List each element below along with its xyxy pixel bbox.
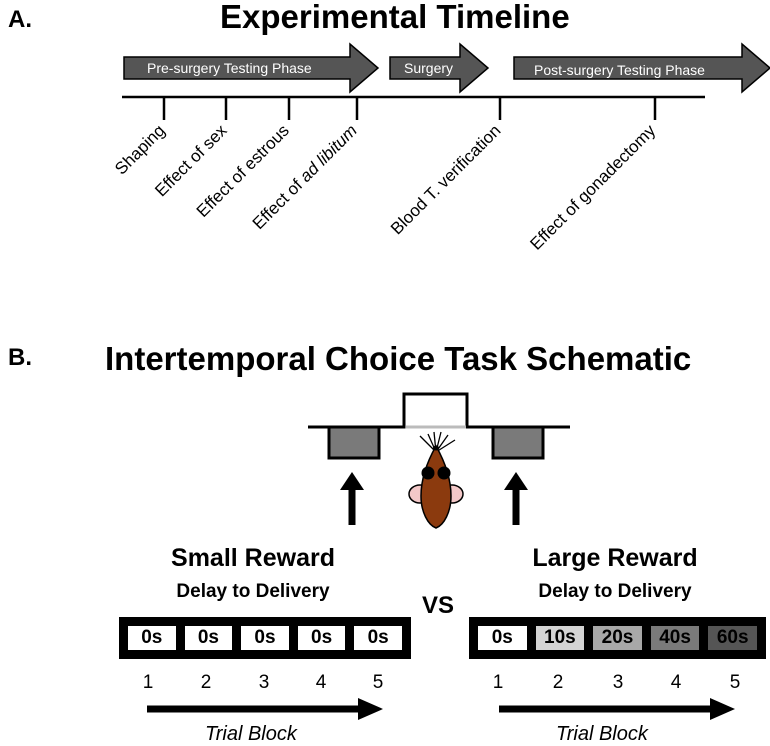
large-block-number: 2 <box>552 672 564 693</box>
small-reward-title: Small Reward <box>171 544 335 572</box>
operant-chamber-schematic <box>308 392 570 529</box>
large-block-number: 5 <box>729 672 741 693</box>
large-trial-block-label: Trial Block <box>556 723 648 745</box>
small-reward-up-arrow <box>340 472 364 525</box>
small-delay-cell: 0s <box>295 624 348 652</box>
small-reward-nose-poke <box>327 425 381 460</box>
surgery-phase-label: Surgery <box>404 60 454 76</box>
large-block-number: 1 <box>492 672 504 693</box>
small-trial-block-arrow <box>147 698 383 720</box>
pre-surgery-phase-arrow <box>123 42 380 94</box>
small-delay-cell: 0s <box>352 624 404 652</box>
vs-label: VS <box>422 592 455 619</box>
small-reward-subtitle: Delay to Delivery <box>176 581 330 602</box>
large-delay-value: 0s <box>491 627 513 648</box>
large-delay-value: 10s <box>544 627 576 648</box>
post-surgery-phase-arrow <box>513 42 770 94</box>
timeline-diagram <box>122 42 770 120</box>
small-delay-value: 0s <box>367 627 389 648</box>
small-delay-value: 0s <box>141 627 163 648</box>
large-delay-value: 20s <box>601 627 634 648</box>
small-reward-delay-row: 0s 0s 0s 0s 0s <box>119 617 411 659</box>
pre-surgery-phase-label: Pre-surgery Testing Phase <box>147 60 312 76</box>
small-delay-cell: 0s <box>239 624 291 652</box>
large-reward-nose-poke <box>491 425 545 460</box>
large-reward-subtitle: Delay to Delivery <box>538 581 692 602</box>
small-trial-block-label: Trial Block <box>205 723 297 745</box>
small-delay-value: 0s <box>311 627 333 648</box>
small-block-number: 1 <box>142 672 154 693</box>
large-delay-value: 60s <box>716 627 749 648</box>
panel-a-letter: A. <box>8 6 32 33</box>
small-block-number: 4 <box>315 672 327 693</box>
small-block-number: 5 <box>372 672 384 693</box>
chamber-wall <box>308 392 570 429</box>
small-delay-cell: 0s <box>126 624 178 652</box>
large-reward-delay-row: 0s 10s 20s 40s 60s <box>469 617 766 659</box>
small-block-number: 3 <box>258 672 270 693</box>
large-delay-cell: 40s <box>648 624 702 652</box>
large-delay-cell: 0s <box>476 624 529 652</box>
large-delay-value: 40s <box>659 627 691 648</box>
timeline-title: Experimental Timeline <box>220 0 570 35</box>
panel-b-letter: B. <box>8 344 32 371</box>
surgery-phase-arrow <box>389 42 490 94</box>
large-delay-cell: 10s <box>533 624 587 652</box>
small-delay-value: 0s <box>197 627 219 648</box>
large-trial-block-arrow <box>499 698 735 720</box>
task-schematic-title: Intertemporal Choice Task Schematic <box>105 340 692 377</box>
small-delay-cell: 0s <box>182 624 235 652</box>
large-block-number: 3 <box>612 672 624 693</box>
small-block-number: 2 <box>200 672 212 693</box>
large-reward-title: Large Reward <box>532 544 698 572</box>
large-block-number: 4 <box>670 672 682 693</box>
large-delay-cell: 20s <box>591 624 644 652</box>
small-delay-value: 0s <box>254 627 276 648</box>
post-surgery-phase-label: Post-surgery Testing Phase <box>534 62 705 78</box>
large-delay-cell: 60s <box>706 624 759 652</box>
rat-icon <box>408 431 464 529</box>
large-reward-up-arrow <box>504 472 528 525</box>
